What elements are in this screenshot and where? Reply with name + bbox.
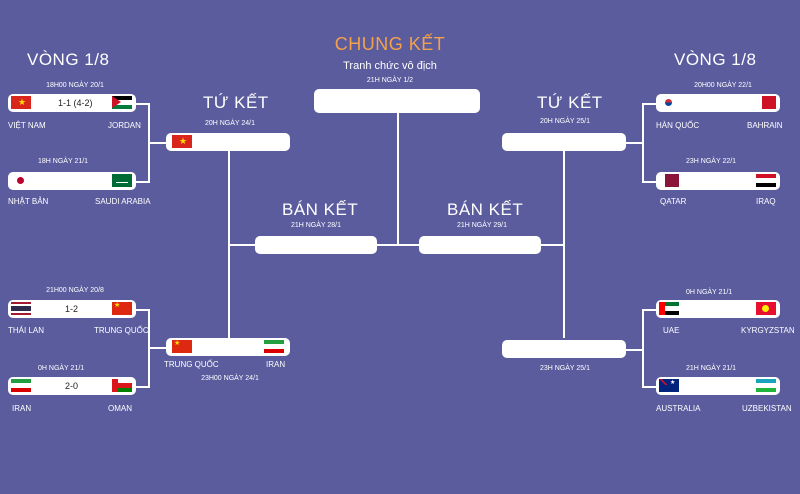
right-round16-title: VÒNG 1/8: [674, 50, 757, 69]
left-qf-title: TỨ KẾT: [203, 93, 269, 112]
left-m4-score: 2-0: [65, 381, 79, 391]
uzbekistan-flag-icon: [756, 379, 776, 392]
uae-flag-icon: [659, 302, 679, 315]
left-m4-bar: 2-0: [8, 377, 136, 395]
south-korea-flag-icon: [659, 96, 679, 109]
right-m3-date: 0H NGÀY 21/1: [686, 289, 733, 296]
left-m3-score: 1-2: [65, 304, 79, 314]
right-m4-away: UZBEKISTAN: [742, 404, 792, 413]
left-qf2-away: IRAN: [266, 360, 286, 369]
final-date: 21H NGÀY 1/2: [366, 77, 414, 84]
left-m3-home: THÁI LAN: [8, 326, 45, 335]
right-m3-home: UAE: [663, 326, 680, 335]
oman-flag-icon: [112, 379, 132, 392]
japan-flag-icon: [11, 174, 31, 187]
left-qf2-bar: ★: [166, 338, 290, 356]
iraq-flag-icon: [756, 174, 776, 187]
left-m4-home: IRAN: [12, 404, 32, 413]
right-qf1-date: 20H NGÀY 25/1: [539, 118, 591, 125]
saudi-arabia-flag-icon: [112, 174, 132, 187]
left-m2-date: 18H NGÀY 21/1: [38, 158, 89, 165]
left-sf-bar: [255, 236, 377, 254]
vietnam-flag-icon: ★: [11, 96, 31, 109]
left-m1-home: VIỆT NAM: [8, 121, 46, 130]
left-m4-date: 0H NGÀY 21/1: [38, 365, 85, 372]
china-flag-icon: ★: [112, 302, 132, 315]
left-sf-title: BÁN KẾT: [282, 200, 359, 219]
left-sf-date: 21H NGÀY 28/1: [290, 222, 342, 229]
right-m3-bar: [656, 300, 780, 318]
australia-flag-icon: ★: [659, 379, 679, 392]
right-qf2-bar: [502, 340, 626, 358]
iran-flag-icon: [264, 340, 284, 353]
right-m1-home: HÀN QUỐC: [656, 121, 700, 130]
left-m2-bar: [8, 172, 136, 190]
left-m1-date: 18H00 NGÀY 20/1: [46, 82, 104, 89]
left-m2-away: SAUDI ARABIA: [95, 197, 151, 206]
left-m3-bar: 1-2 ★: [8, 300, 136, 318]
right-m2-away: IRAQ: [756, 197, 776, 206]
left-m1-away: JORDAN: [108, 121, 141, 130]
left-m1-bar: ★ 1-1 (4-2): [8, 94, 136, 112]
bahrain-flag-icon: [756, 96, 776, 109]
right-m1-away: BAHRAIN: [747, 121, 783, 130]
left-m1-score: 1-1 (4-2): [58, 98, 93, 108]
left-m3-date: 21H00 NGÀY 20/8: [46, 287, 104, 294]
left-m3-away: TRUNG QUỐC: [94, 326, 149, 335]
right-m1-date: 20H00 NGÀY 22/1: [694, 82, 752, 89]
right-m4-date: 21H NGÀY 21/1: [686, 365, 737, 372]
right-qf1-bar: [502, 133, 626, 151]
right-sf-date: 21H NGÀY 29/1: [456, 222, 508, 229]
china-flag-icon: ★: [172, 340, 192, 353]
iran-flag-icon: [11, 379, 31, 392]
right-sf-bar: [419, 236, 541, 254]
left-qf2-home: TRUNG QUỐC: [164, 360, 219, 369]
right-m4-bar: ★: [656, 377, 780, 395]
final-title: CHUNG KẾT: [334, 34, 446, 54]
qatar-flag-icon: [659, 174, 679, 187]
left-m2-home: NHẬT BẢN: [8, 197, 49, 206]
right-qf2-date: 23H NGÀY 25/1: [539, 365, 591, 372]
jordan-flag-icon: [112, 96, 132, 109]
right-qf-title: TỨ KẾT: [537, 93, 603, 112]
final-subtitle: Tranh chức vô địch: [343, 60, 437, 72]
thailand-flag-icon: [11, 302, 31, 315]
right-m3-away: KYRGYZSTAN: [741, 326, 795, 335]
right-m1-bar: [656, 94, 780, 112]
right-m2-home: QATAR: [660, 197, 687, 206]
right-sf-title: BÁN KẾT: [447, 200, 524, 219]
final-slot: [314, 89, 480, 113]
left-m4-away: OMAN: [108, 404, 132, 413]
left-qf1-date: 20H NGÀY 24/1: [204, 120, 256, 127]
left-round16-title: VÒNG 1/8: [27, 50, 110, 69]
vietnam-flag-icon: ★: [172, 135, 192, 148]
right-m2-bar: [656, 172, 780, 190]
left-qf1-bar: ★: [166, 133, 290, 151]
left-qf2-date: 23H00 NGÀY 24/1: [201, 375, 259, 382]
right-m2-date: 23H NGÀY 22/1: [686, 158, 737, 165]
right-m4-home: AUSTRALIA: [656, 404, 701, 413]
kyrgyzstan-flag-icon: [756, 302, 776, 315]
